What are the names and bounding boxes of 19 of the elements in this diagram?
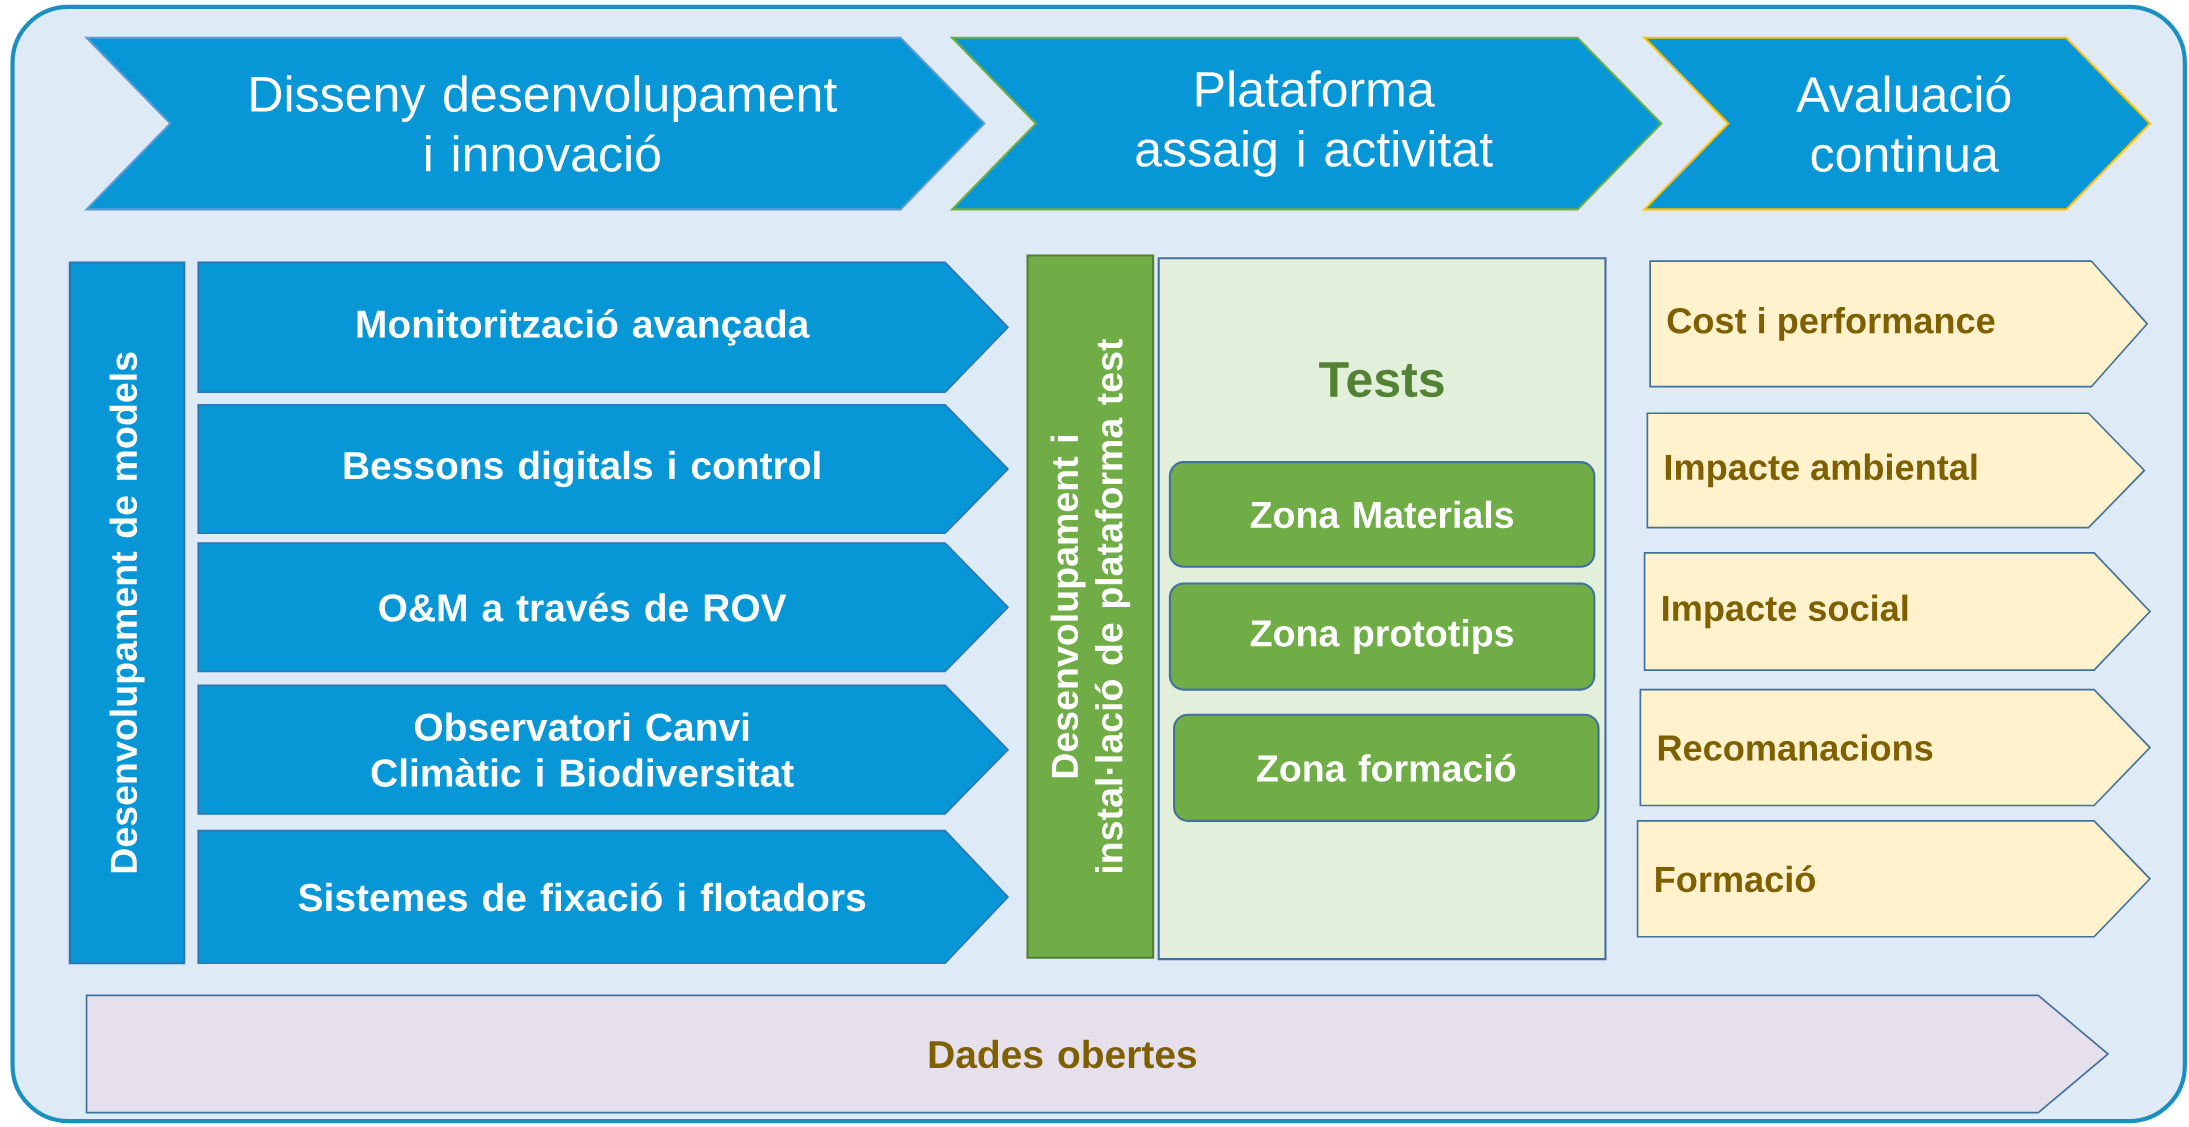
arrow-box: Impacte ambiental bbox=[1646, 412, 2146, 529]
header-banner: Plataforma assaig i activitat bbox=[949, 36, 1663, 211]
zone-box: Zona Materials bbox=[1168, 461, 1596, 568]
arrow-box: Sistemes de fixació i flotadors bbox=[197, 830, 1010, 965]
header-banner: Avaluació continua bbox=[1642, 36, 2152, 211]
arrow-box: Impacte social bbox=[1643, 552, 2152, 672]
arrow-box: Cost i performance bbox=[1649, 260, 2149, 388]
zone-box: Zona formació bbox=[1173, 713, 1600, 823]
arrow-box: Formació bbox=[1636, 820, 2152, 938]
arrow-box: Recomanacions bbox=[1639, 689, 2152, 807]
vertical-bar: Desenvolupament i instal·lació de plataforma test bbox=[1026, 254, 1155, 959]
arrow-band: Dades obertes bbox=[85, 994, 2110, 1114]
header-banner: Disseny desenvolupament i innovació bbox=[84, 36, 986, 211]
arrow-box: Observatori Canvi Climàtic i Biodiversitat bbox=[197, 684, 1010, 815]
zone-box: Zona prototips bbox=[1168, 582, 1596, 691]
arrow-box: O&M a través de ROV bbox=[197, 542, 1010, 673]
arrow-box: Monitorització avançada bbox=[197, 261, 1010, 394]
vertical-bar: Desenvolupament de models bbox=[68, 261, 186, 965]
arrow-box: Bessons digitals i control bbox=[197, 404, 1010, 535]
